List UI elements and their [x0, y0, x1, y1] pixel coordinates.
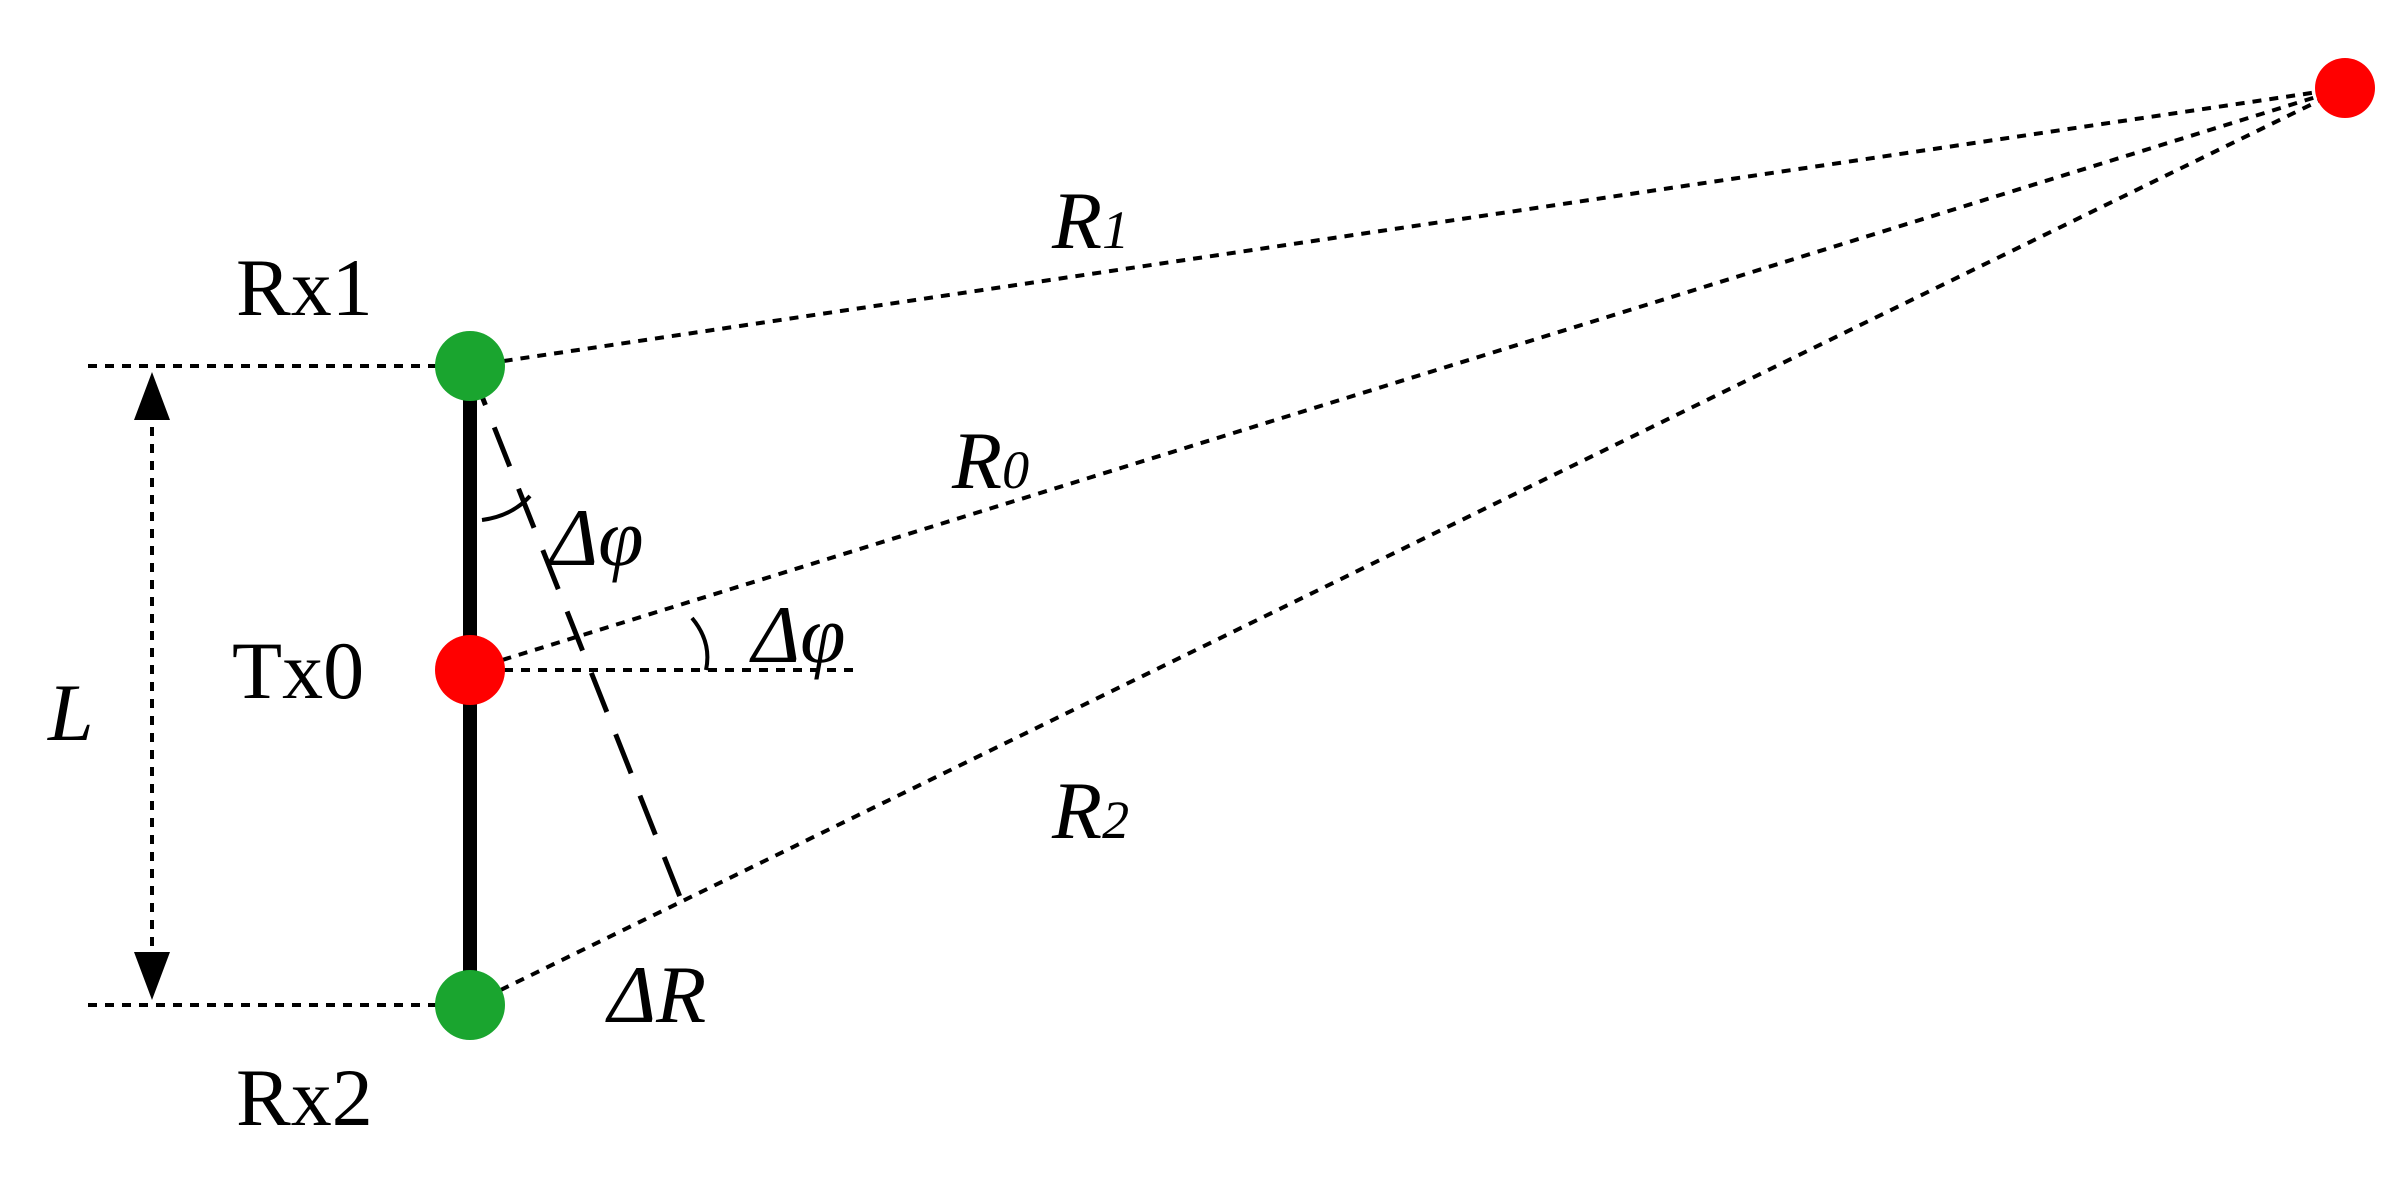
angle-label-right: Δφ: [749, 589, 846, 680]
range-line-r2: [469, 86, 2346, 1007]
range-line-r0: [469, 86, 2346, 672]
rx1-label: Rx1: [236, 242, 373, 333]
rx1-node: [435, 331, 505, 401]
length-arrow-up-icon: [134, 372, 170, 420]
range-label-r0: R0: [951, 415, 1029, 506]
angle-label-upper: Δφ: [547, 492, 644, 583]
tx0-label: Tx0: [232, 625, 364, 716]
rx2-node: [435, 970, 505, 1040]
delta-r-label: ΔR: [605, 949, 706, 1040]
range-label-r1: R1: [1051, 175, 1129, 266]
angle-arc-right: [690, 616, 710, 671]
target-node: [2315, 58, 2375, 118]
length-arrow-down-icon: [134, 952, 170, 1000]
rx2-label: Rx2: [236, 1052, 373, 1143]
angle-arc-upper: [481, 494, 532, 522]
tx0-node: [435, 635, 505, 705]
delta-r-dashed-line: [467, 365, 685, 903]
length-label: L: [47, 667, 94, 758]
range-label-r2: R2: [1051, 765, 1129, 856]
